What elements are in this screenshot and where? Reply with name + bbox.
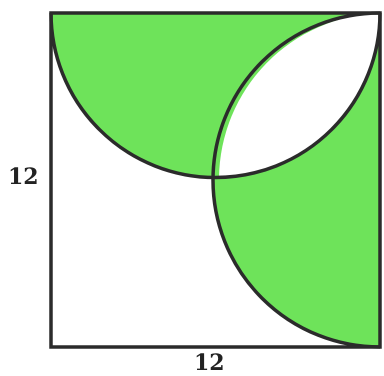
right-arc-outline xyxy=(211,11,381,349)
square-outline xyxy=(49,11,382,349)
overlap-lens xyxy=(219,13,380,178)
bottom-side-length-label: 12 xyxy=(194,350,225,376)
top-arc-outline xyxy=(49,12,382,180)
left-side-length-label: 12 xyxy=(8,164,39,190)
